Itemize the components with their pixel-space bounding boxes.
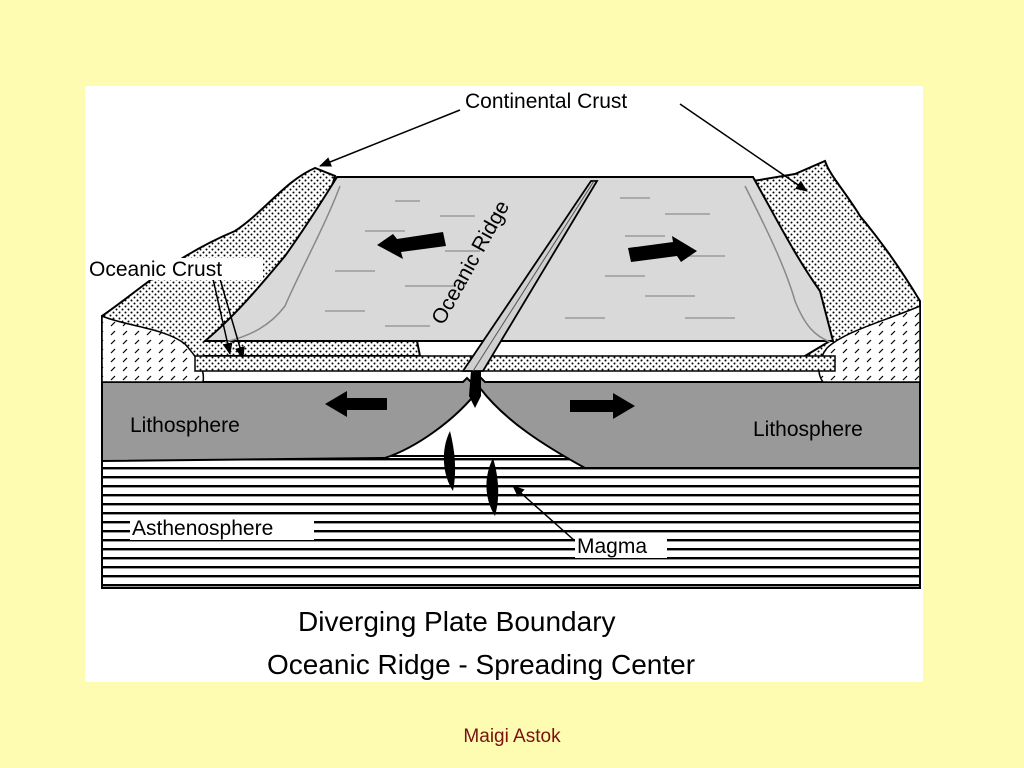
continental-crust-right-lower	[818, 304, 921, 383]
magma-blob-1	[443, 431, 456, 491]
diverging-plate-diagram: Continental Crust Oceanic Ridge Oceanic …	[87, 90, 921, 680]
magma-label: Magma	[577, 535, 647, 558]
oceanic-crust-leader-2	[219, 278, 245, 359]
oceanic-crust-band	[194, 355, 836, 372]
oceanic-crust-label: Oceanic Crust	[89, 258, 222, 281]
caption-subtitle: Oceanic Ridge - Spreading Center	[267, 649, 695, 680]
wave-lines	[325, 197, 735, 327]
continental-crust-leader-left	[319, 109, 461, 167]
arrow-left-surface	[377, 232, 446, 259]
continental-crust-label: Continental Crust	[465, 90, 627, 113]
magma-conduit	[469, 371, 481, 408]
continental-crust-left-lower	[101, 314, 205, 383]
continental-crust-leader-right	[679, 103, 808, 192]
asthenosphere-label: Asthenosphere	[132, 517, 273, 540]
arrow-right-surface	[628, 236, 697, 262]
magma-blob-2	[486, 458, 499, 516]
lithosphere-right-label: Lithosphere	[753, 418, 863, 441]
author-footer: Maigi Astok	[463, 726, 561, 747]
oceanic-crust-leader-1	[212, 278, 233, 355]
lithosphere-left-label: Lithosphere	[130, 414, 240, 437]
plate-boundary-figure: Continental Crust Oceanic Ridge Oceanic …	[85, 86, 923, 682]
sea-surface	[202, 176, 835, 342]
lithosphere-layer	[101, 376, 921, 469]
arrow-left-lithosphere	[325, 391, 387, 417]
magma-leader	[512, 485, 576, 542]
arrow-right-lithosphere	[570, 393, 635, 419]
caption-title: Diverging Plate Boundary	[298, 606, 616, 637]
